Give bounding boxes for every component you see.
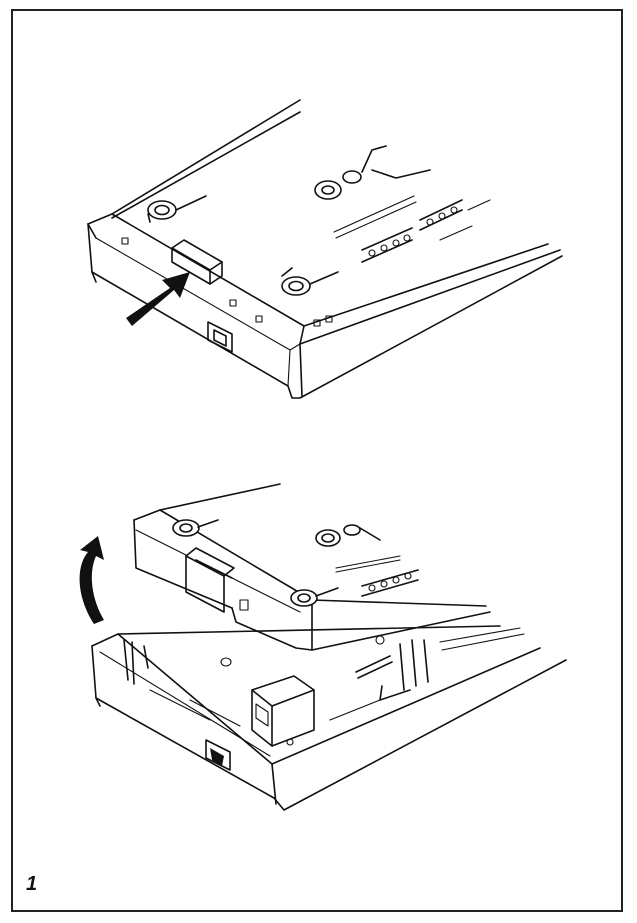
side-port-bottom [205, 739, 231, 771]
lifted-cover [133, 483, 491, 651]
terminal-block-top [361, 199, 491, 263]
rj-connector [251, 675, 315, 747]
side-port-top [207, 321, 233, 353]
curved-arrow-icon [79, 536, 104, 624]
screw-boss-top-left [147, 195, 207, 223]
opened-housing [79, 483, 567, 811]
figure-frame [11, 9, 623, 912]
figure-number: 1 [26, 873, 38, 895]
base-tray [91, 625, 567, 811]
closed-housing [87, 99, 563, 399]
straight-arrow-icon [126, 272, 190, 326]
screw-boss-top-mid [314, 145, 431, 200]
release-clip [171, 239, 223, 285]
screw-boss-bottom [281, 267, 339, 296]
